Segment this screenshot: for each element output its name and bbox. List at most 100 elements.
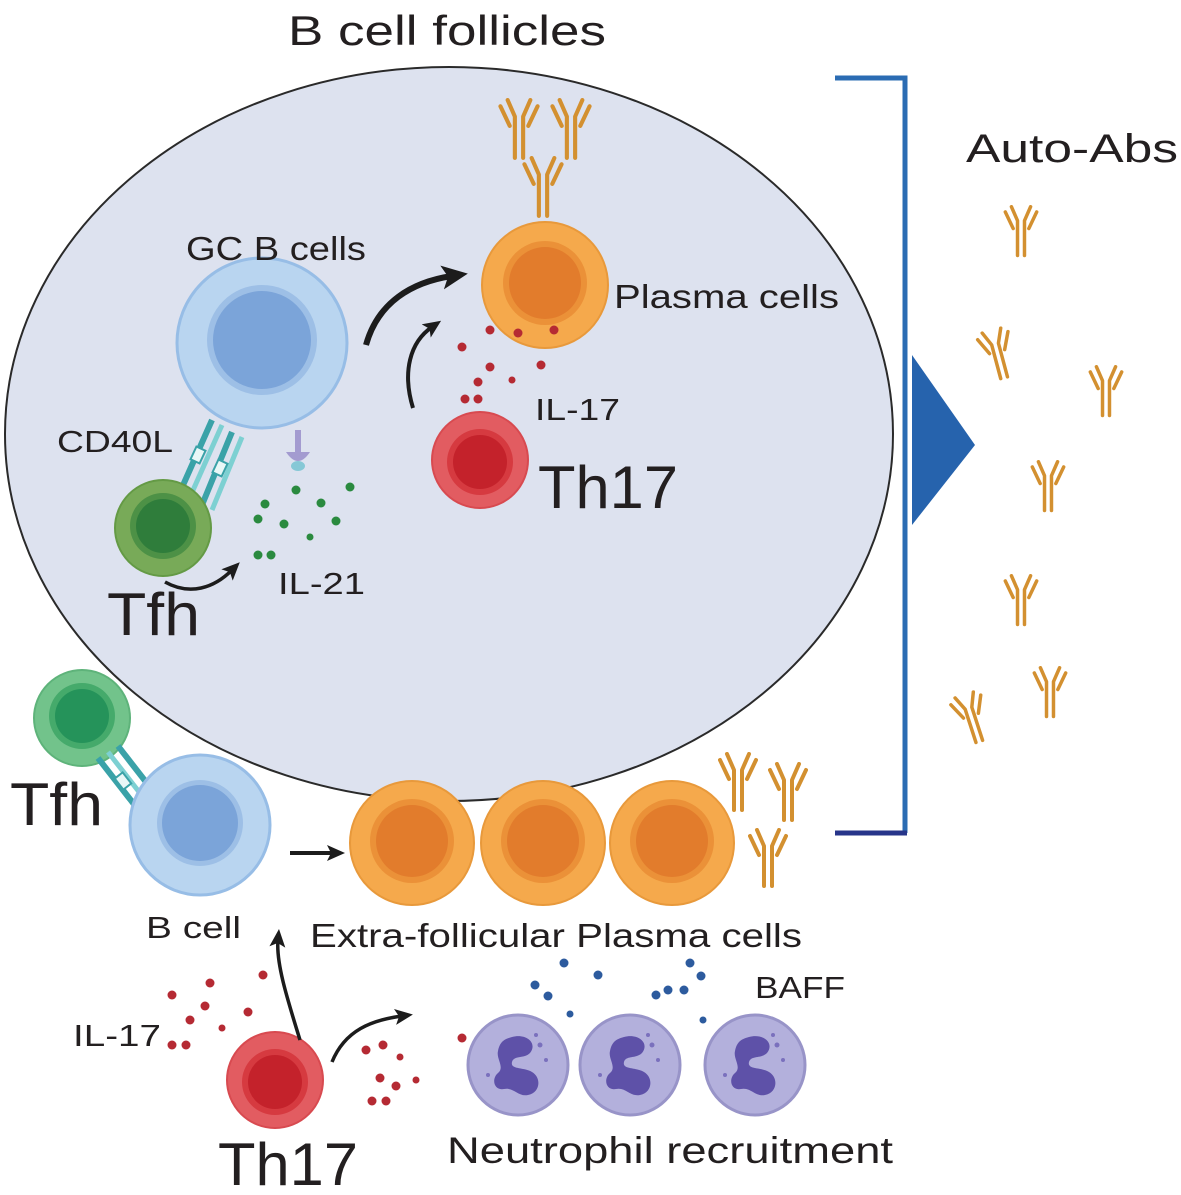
antibody-icon — [718, 752, 758, 812]
neutrophils — [466, 1013, 807, 1117]
il17-dot — [367, 1096, 377, 1106]
cd40l-label: CD40L — [57, 424, 173, 459]
receptor-joint — [189, 445, 207, 465]
tfh-cell-bottom — [33, 669, 131, 767]
baff-dot — [559, 958, 569, 968]
il17-dot — [536, 360, 546, 370]
th17-cell-bottom — [226, 1031, 324, 1129]
extrafollicular-label: Extra-follicular Plasma cells — [310, 917, 802, 954]
il17-dot — [200, 1001, 210, 1011]
baff-dot — [663, 985, 673, 995]
il21-dot — [253, 514, 263, 524]
th17-to-b-cell-arrow — [269, 929, 302, 1041]
cell-membrane — [466, 1013, 570, 1117]
neutrophil-label: Neutrophil recruitment — [447, 1130, 894, 1171]
bracket-line — [835, 75, 908, 833]
il17-cytokines-top — [457, 325, 559, 404]
th17-to-plasma-arrow — [406, 320, 442, 409]
antibody-icon — [1030, 460, 1066, 513]
neutrophil — [578, 1013, 682, 1117]
il21-dot — [266, 550, 276, 560]
il17-dot — [218, 1024, 226, 1032]
il17-dot — [412, 1076, 420, 1084]
auto-abs-label: Auto-Abs — [966, 127, 1178, 171]
b-cell-label: B cell — [146, 910, 241, 945]
th17-top-label: Th17 — [538, 454, 678, 521]
il21-dot — [279, 519, 289, 529]
plasma-cell — [349, 780, 475, 906]
il21-cytokines — [253, 482, 355, 560]
antibody-icon — [1032, 666, 1068, 719]
extrafollicular-plasma-cells — [349, 780, 735, 906]
antibody-icon — [748, 828, 788, 888]
gc-b-cell — [175, 256, 349, 430]
il21-dot — [253, 550, 263, 560]
il17-dot — [167, 990, 177, 1000]
il17-top-label: IL-17 — [535, 392, 620, 427]
receptor-joint — [211, 458, 229, 478]
il17-dot — [485, 325, 495, 335]
baff-dot — [651, 990, 661, 1000]
cell-nucleus — [507, 805, 579, 877]
cell-nucleus — [376, 805, 448, 877]
il17-dot — [508, 376, 516, 384]
il17-dot — [391, 1081, 401, 1091]
il21-receptor — [286, 430, 310, 471]
granule — [774, 1042, 780, 1048]
plasma-cell — [480, 780, 606, 906]
plasma-cells-label: Plasma cells — [614, 278, 839, 315]
il17-dot — [457, 342, 467, 352]
il21-dot — [291, 485, 301, 495]
il17-dot — [243, 1007, 253, 1017]
secreted-antibodies-bottom — [718, 752, 808, 888]
il17-dot — [513, 328, 523, 338]
baff-dot — [566, 1010, 574, 1018]
receptor-cap — [286, 452, 310, 461]
baff-dot — [593, 970, 603, 980]
granule — [723, 1073, 727, 1077]
il21-dot — [306, 533, 314, 541]
il21-dot — [345, 482, 355, 492]
antibody-icon — [1088, 365, 1124, 418]
th17-cell-top — [431, 411, 529, 509]
cell-nucleus — [213, 291, 311, 389]
il17-cytokines-bottom — [167, 970, 467, 1106]
granule — [649, 1042, 655, 1048]
cd40-cd40l-receptors — [177, 418, 245, 511]
granule — [646, 1033, 650, 1037]
neutrophil — [703, 1013, 807, 1117]
cell-nucleus — [509, 247, 581, 319]
il17-dot — [549, 325, 559, 335]
tfh-cell-top — [114, 479, 212, 577]
il21-label: IL-21 — [278, 566, 365, 601]
output-triangle — [912, 355, 975, 525]
baff-cytokines — [530, 958, 774, 1039]
cell-nucleus — [248, 1055, 302, 1109]
tfh-bottom-label: Tfh — [10, 771, 103, 838]
receptor-joint — [113, 771, 133, 791]
il17-dot — [181, 1040, 191, 1050]
granule — [781, 1058, 785, 1062]
receptor-ligand — [291, 461, 305, 471]
baff-dot — [685, 958, 695, 968]
il21-dot — [331, 516, 341, 526]
bracket — [835, 75, 908, 836]
cell-nucleus — [731, 1036, 776, 1096]
b-cell — [128, 753, 272, 897]
il17-dot — [381, 1096, 391, 1106]
granule — [537, 1042, 543, 1048]
follicle-title: B cell follicles — [288, 7, 606, 54]
cell-membrane — [578, 1013, 682, 1117]
tfh-il21-arrow — [164, 562, 240, 591]
antibody-icon — [1003, 574, 1039, 627]
baff-dot — [679, 985, 689, 995]
plasma-cell-top — [481, 221, 609, 349]
il17-dot — [473, 377, 483, 387]
plasma-cell — [609, 780, 735, 906]
baff-label: BAFF — [755, 970, 845, 1005]
granule — [771, 1033, 775, 1037]
il21-dot — [316, 498, 326, 508]
neutrophil — [466, 1013, 570, 1117]
cell-nucleus — [162, 785, 238, 861]
